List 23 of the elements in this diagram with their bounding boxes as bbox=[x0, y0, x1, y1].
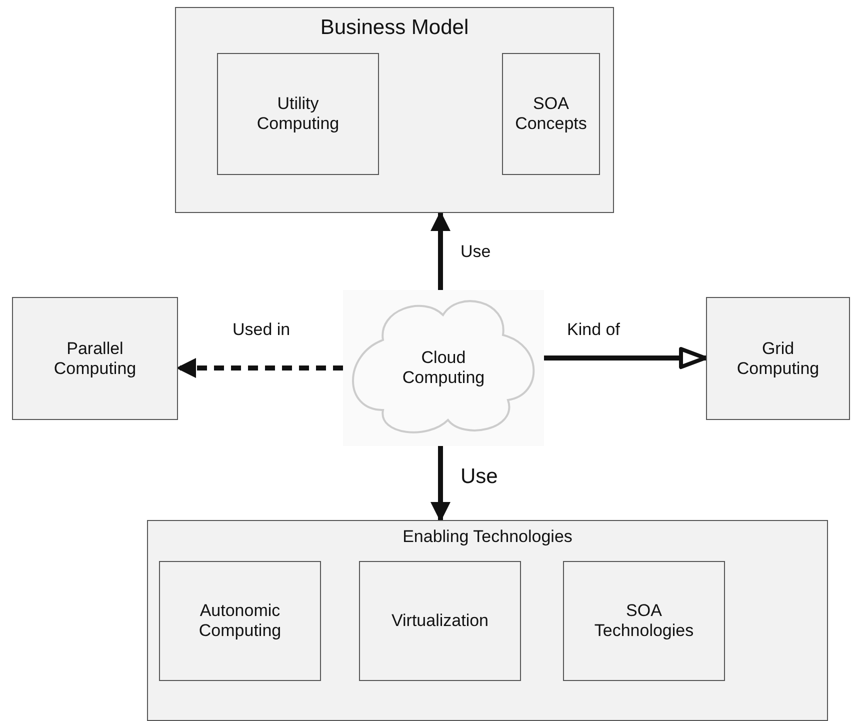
group-title: Business Model bbox=[319, 16, 470, 40]
process-box bbox=[217, 53, 379, 175]
group-box bbox=[175, 7, 614, 213]
node-label: Utility Computing bbox=[256, 94, 340, 134]
group-box bbox=[147, 520, 828, 721]
process-box bbox=[159, 561, 321, 681]
process-box bbox=[706, 297, 850, 420]
group-title: Enabling Technologies bbox=[402, 527, 574, 547]
process-box bbox=[563, 561, 725, 681]
process-box bbox=[359, 561, 521, 681]
node-label: Virtualization bbox=[390, 611, 490, 631]
arrow bbox=[430, 446, 450, 522]
arrow bbox=[176, 358, 343, 378]
node-label: Parallel Computing bbox=[52, 338, 138, 378]
node-label: SOA Technologies bbox=[593, 601, 695, 641]
node-label: Grid Computing bbox=[736, 338, 820, 378]
arrow bbox=[430, 211, 450, 290]
process-box bbox=[502, 53, 600, 175]
node-label: Cloud Computing bbox=[401, 348, 486, 388]
node-label: SOA Concepts bbox=[514, 94, 588, 134]
process-box bbox=[12, 297, 178, 420]
arrow bbox=[544, 347, 707, 369]
node-label: Autonomic Computing bbox=[198, 601, 282, 641]
